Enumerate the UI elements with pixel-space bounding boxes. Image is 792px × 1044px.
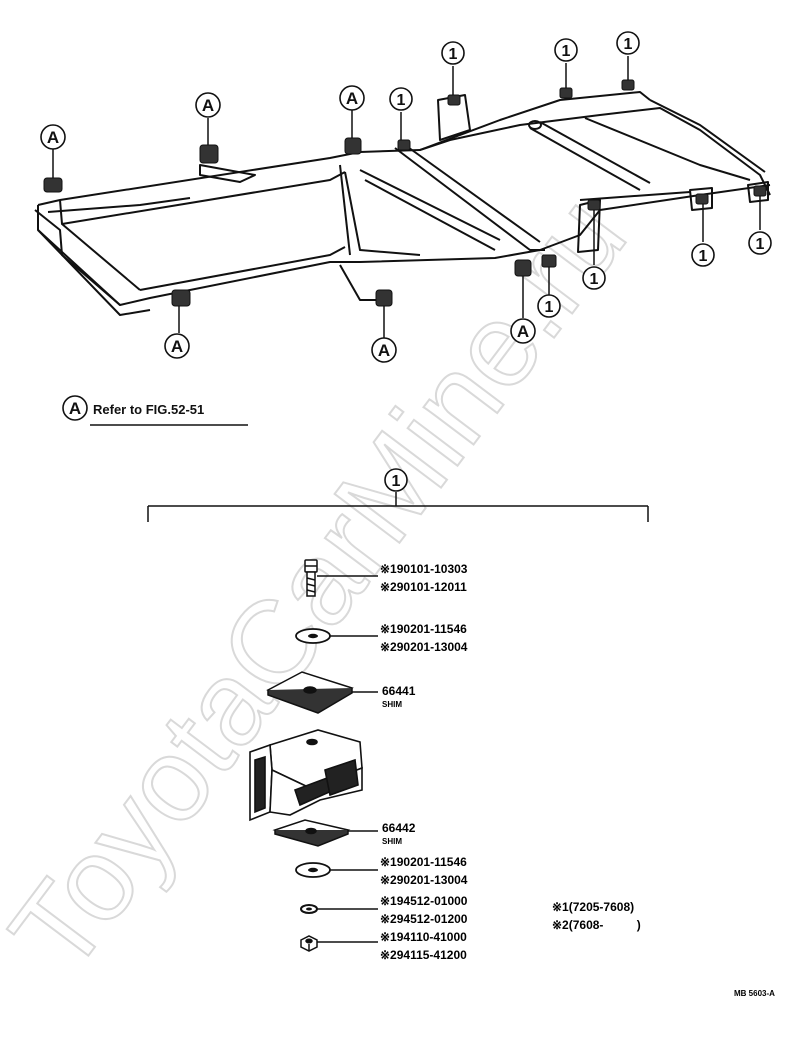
lock-washer-icon bbox=[300, 904, 318, 914]
svg-text:1: 1 bbox=[545, 299, 554, 316]
svg-text:1: 1 bbox=[699, 248, 708, 265]
callout-a-3[interactable]: A bbox=[339, 85, 365, 111]
nut-icon bbox=[300, 935, 318, 952]
breakdown-group-label: 1 bbox=[392, 473, 401, 490]
svg-text:1: 1 bbox=[756, 236, 765, 253]
svg-text:1: 1 bbox=[624, 36, 633, 53]
legend-refer-text: Refer to FIG.52-51 bbox=[93, 402, 204, 417]
callout-1-a[interactable]: 1 bbox=[389, 87, 413, 111]
svg-text:1: 1 bbox=[397, 92, 406, 109]
svg-text:A: A bbox=[517, 322, 529, 341]
shim-lower-part-number: 66442 bbox=[382, 821, 416, 835]
callouts-part-1: 1 1 1 1 1 1 1 1 bbox=[389, 31, 772, 318]
legend-refer: A Refer to FIG.52-51 bbox=[62, 395, 248, 426]
nut-part-number-1: ※194110-41000 bbox=[380, 930, 467, 944]
washer-upper-part-number-1: ※190201-11546 bbox=[380, 622, 467, 636]
washer-icon-lower bbox=[295, 862, 331, 878]
bolt-icon bbox=[304, 559, 318, 597]
callout-a-2[interactable]: A bbox=[195, 92, 221, 118]
breakdown-group-callout[interactable]: 1 bbox=[384, 468, 408, 492]
breakdown-bracket bbox=[147, 492, 649, 522]
callout-1-c[interactable]: 1 bbox=[554, 38, 578, 62]
callouts-refer-a: A A A A A A bbox=[40, 85, 536, 363]
svg-text:A: A bbox=[378, 341, 390, 360]
shim-icon-lower bbox=[272, 819, 351, 847]
date-range-1: ※1(7205-7608) bbox=[552, 900, 634, 914]
leader-lines bbox=[52, 56, 761, 338]
svg-text:1: 1 bbox=[562, 43, 571, 60]
lock-washer-part-number-2: ※294512-01200 bbox=[380, 912, 468, 926]
callout-1-g[interactable]: 1 bbox=[582, 266, 606, 290]
nut-part-number-2: ※294115-41200 bbox=[380, 948, 467, 962]
callout-a-1[interactable]: A bbox=[40, 124, 66, 150]
callout-a-4[interactable]: A bbox=[510, 318, 536, 344]
svg-text:A: A bbox=[47, 128, 59, 147]
date-range-2: ※2(7608- ) bbox=[552, 918, 641, 932]
callout-a-5[interactable]: A bbox=[164, 333, 190, 359]
figure-code: MB 5603-A bbox=[734, 989, 775, 998]
frame-bracket-icon bbox=[249, 729, 363, 822]
svg-text:1: 1 bbox=[449, 46, 458, 63]
legend-a-circle bbox=[62, 395, 88, 421]
bolt-part-number-2: ※290101-12011 bbox=[380, 580, 467, 594]
lock-washer-part-number-1: ※194512-01000 bbox=[380, 894, 468, 908]
bolt-part-number-1: ※190101-10303 bbox=[380, 562, 468, 576]
svg-text:1: 1 bbox=[590, 271, 599, 288]
shim-lower-label: SHIM bbox=[382, 837, 402, 846]
washer-upper-part-number-2: ※290201-13004 bbox=[380, 640, 468, 654]
callout-1-b[interactable]: 1 bbox=[441, 41, 465, 65]
shim-upper-label: SHIM bbox=[382, 700, 402, 709]
chassis-frame bbox=[34, 91, 771, 316]
callout-1-f[interactable]: 1 bbox=[748, 231, 772, 255]
callout-1-e[interactable]: 1 bbox=[691, 243, 715, 267]
legend-a-symbol: A bbox=[69, 399, 81, 418]
frame-mounts bbox=[43, 79, 767, 307]
callout-a-6[interactable]: A bbox=[371, 337, 397, 363]
svg-text:A: A bbox=[171, 337, 183, 356]
washer-icon-upper bbox=[295, 628, 331, 644]
callout-1-h[interactable]: 1 bbox=[537, 294, 561, 318]
shim-upper-part-number: 66441 bbox=[382, 684, 416, 698]
svg-text:A: A bbox=[202, 96, 214, 115]
washer-lower-part-number-1: ※190201-11546 bbox=[380, 855, 467, 869]
washer-lower-part-number-2: ※290201-13004 bbox=[380, 873, 468, 887]
callout-1-d[interactable]: 1 bbox=[616, 31, 640, 55]
svg-text:A: A bbox=[346, 89, 358, 108]
